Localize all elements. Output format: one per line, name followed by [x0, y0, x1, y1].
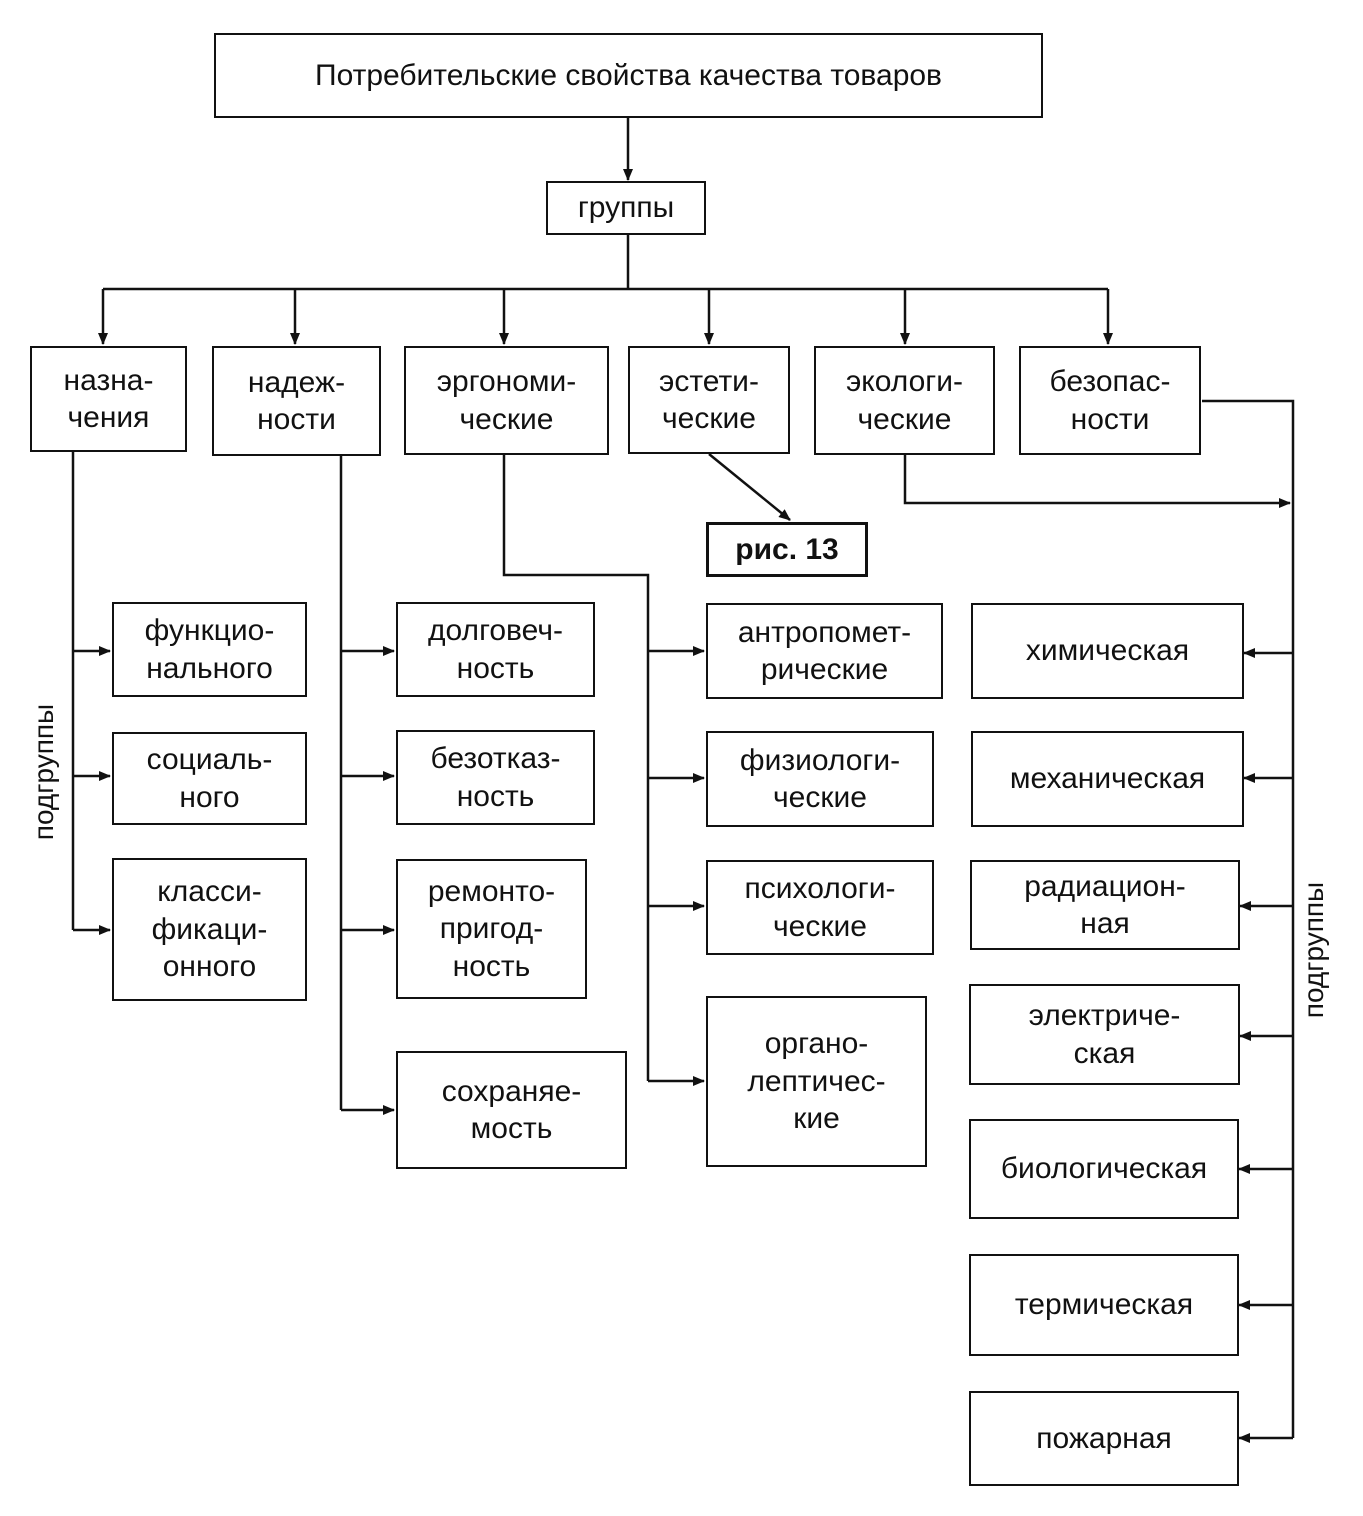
subgroup-thermal-label: термическая [1014, 1288, 1194, 1322]
subgroup-biological-label: биологическая [1000, 1152, 1208, 1186]
subgroup-organoleptic: органо- лептичес- кие [706, 996, 927, 1167]
subgroup-repairability-label: ремонто- пригод- ность [427, 874, 556, 983]
subgroup-repairability: ремонто- пригод- ность [396, 859, 587, 999]
group-ecological: экологи- ческие [814, 346, 995, 455]
groups-label: группы [577, 191, 675, 225]
group-ecological-label: экологи- ческие [845, 365, 963, 436]
subgroup-durability-label: долговеч- ность [428, 614, 563, 685]
figure-reference: рис. 13 [735, 532, 839, 566]
group-safety-label: безопас- ности [1049, 365, 1171, 436]
subgroup-fire: пожарная [969, 1391, 1239, 1486]
group-aesthetic: эстети- ческие [628, 346, 790, 454]
subgroup-social: социаль- ного [112, 732, 307, 825]
subgroup-anthropometric: антропомет- рические [706, 603, 943, 699]
subgroup-mechanical-label: механическая [1009, 762, 1206, 796]
subgroup-functional-label: функцио- нального [144, 614, 275, 685]
subgroup-electrical: электриче- ская [969, 984, 1240, 1085]
subgroup-thermal: термическая [969, 1254, 1239, 1356]
subgroup-organoleptic-label: органо- лептичес- кие [747, 1027, 886, 1136]
subgroup-chemical-label: химическая [1025, 634, 1190, 668]
subgroup-functional: функцио- нального [112, 602, 307, 697]
subgroup-chemical: химическая [971, 603, 1244, 699]
subgroup-storability-label: сохраняе- мость [441, 1074, 582, 1146]
subgroup-classification: класси- фикаци- онного [112, 858, 307, 1001]
group-safety: безопас- ности [1019, 346, 1201, 455]
subgroup-physiological-label: физиологи- ческие [739, 743, 901, 815]
group-purpose: назна- чения [30, 346, 187, 452]
subgroup-electrical-label: электриче- ская [1028, 999, 1181, 1070]
subgroup-biological: биологическая [969, 1119, 1239, 1219]
subgroup-anthropometric-label: антропомет- рические [737, 615, 912, 687]
subgroups-label-left: подгруппы [28, 703, 59, 841]
subgroup-radiation-label: радиацион- ная [1024, 869, 1186, 941]
subgroup-storability: сохраняе- мость [396, 1051, 627, 1169]
subgroup-social-label: социаль- ного [146, 743, 273, 814]
subgroup-mechanical: механическая [971, 731, 1244, 827]
subgroup-fire-label: пожарная [1036, 1421, 1172, 1455]
subgroup-classification-label: класси- фикаци- онного [151, 875, 268, 984]
diagram-title-box: Потребительские свойства качества товаро… [214, 33, 1043, 118]
group-reliability: надеж- ности [212, 346, 381, 456]
subgroups-label-right: подгруппы [1298, 881, 1329, 1019]
diagram-title: Потребительские свойства качества товаро… [315, 58, 942, 92]
group-ergonomic: эргономи- ческие [404, 346, 609, 455]
group-ergonomic-label: эргономи- ческие [436, 365, 577, 436]
subgroup-physiological: физиологи- ческие [706, 731, 934, 827]
figure-reference-box: рис. 13 [706, 522, 868, 577]
group-reliability-label: надеж- ности [247, 365, 346, 437]
subgroup-radiation: радиацион- ная [970, 860, 1240, 950]
subgroup-failsafe: безотказ- ность [396, 730, 595, 825]
subgroup-failsafe-label: безотказ- ность [430, 742, 561, 813]
subgroup-psychological: психологи- ческие [706, 860, 934, 955]
group-purpose-label: назна- чения [63, 363, 154, 435]
group-aesthetic-label: эстети- ческие [659, 364, 759, 436]
subgroup-durability: долговеч- ность [396, 602, 595, 697]
groups-box: группы [546, 181, 706, 235]
subgroup-psychological-label: психологи- ческие [744, 872, 896, 943]
